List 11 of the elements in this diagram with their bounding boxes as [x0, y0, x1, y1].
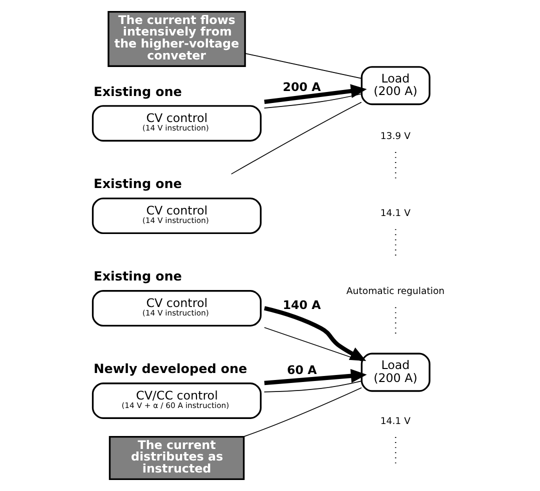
- edge-label: 140 A: [282, 298, 320, 312]
- node-text: Automatic regulation: [346, 286, 444, 298]
- node-text: 14.1 V: [380, 208, 410, 220]
- edge-label: 200 A: [282, 80, 320, 94]
- node-label: Existing one: [93, 268, 182, 284]
- edge-label: 60 A: [286, 363, 316, 378]
- node-text: 13.9 V: [380, 130, 410, 142]
- node-label: Existing one: [93, 176, 182, 192]
- node-label: Existing one: [93, 84, 182, 99]
- node-label: Newly developed one: [93, 361, 247, 376]
- node-text: 14.1 V: [380, 416, 410, 427]
